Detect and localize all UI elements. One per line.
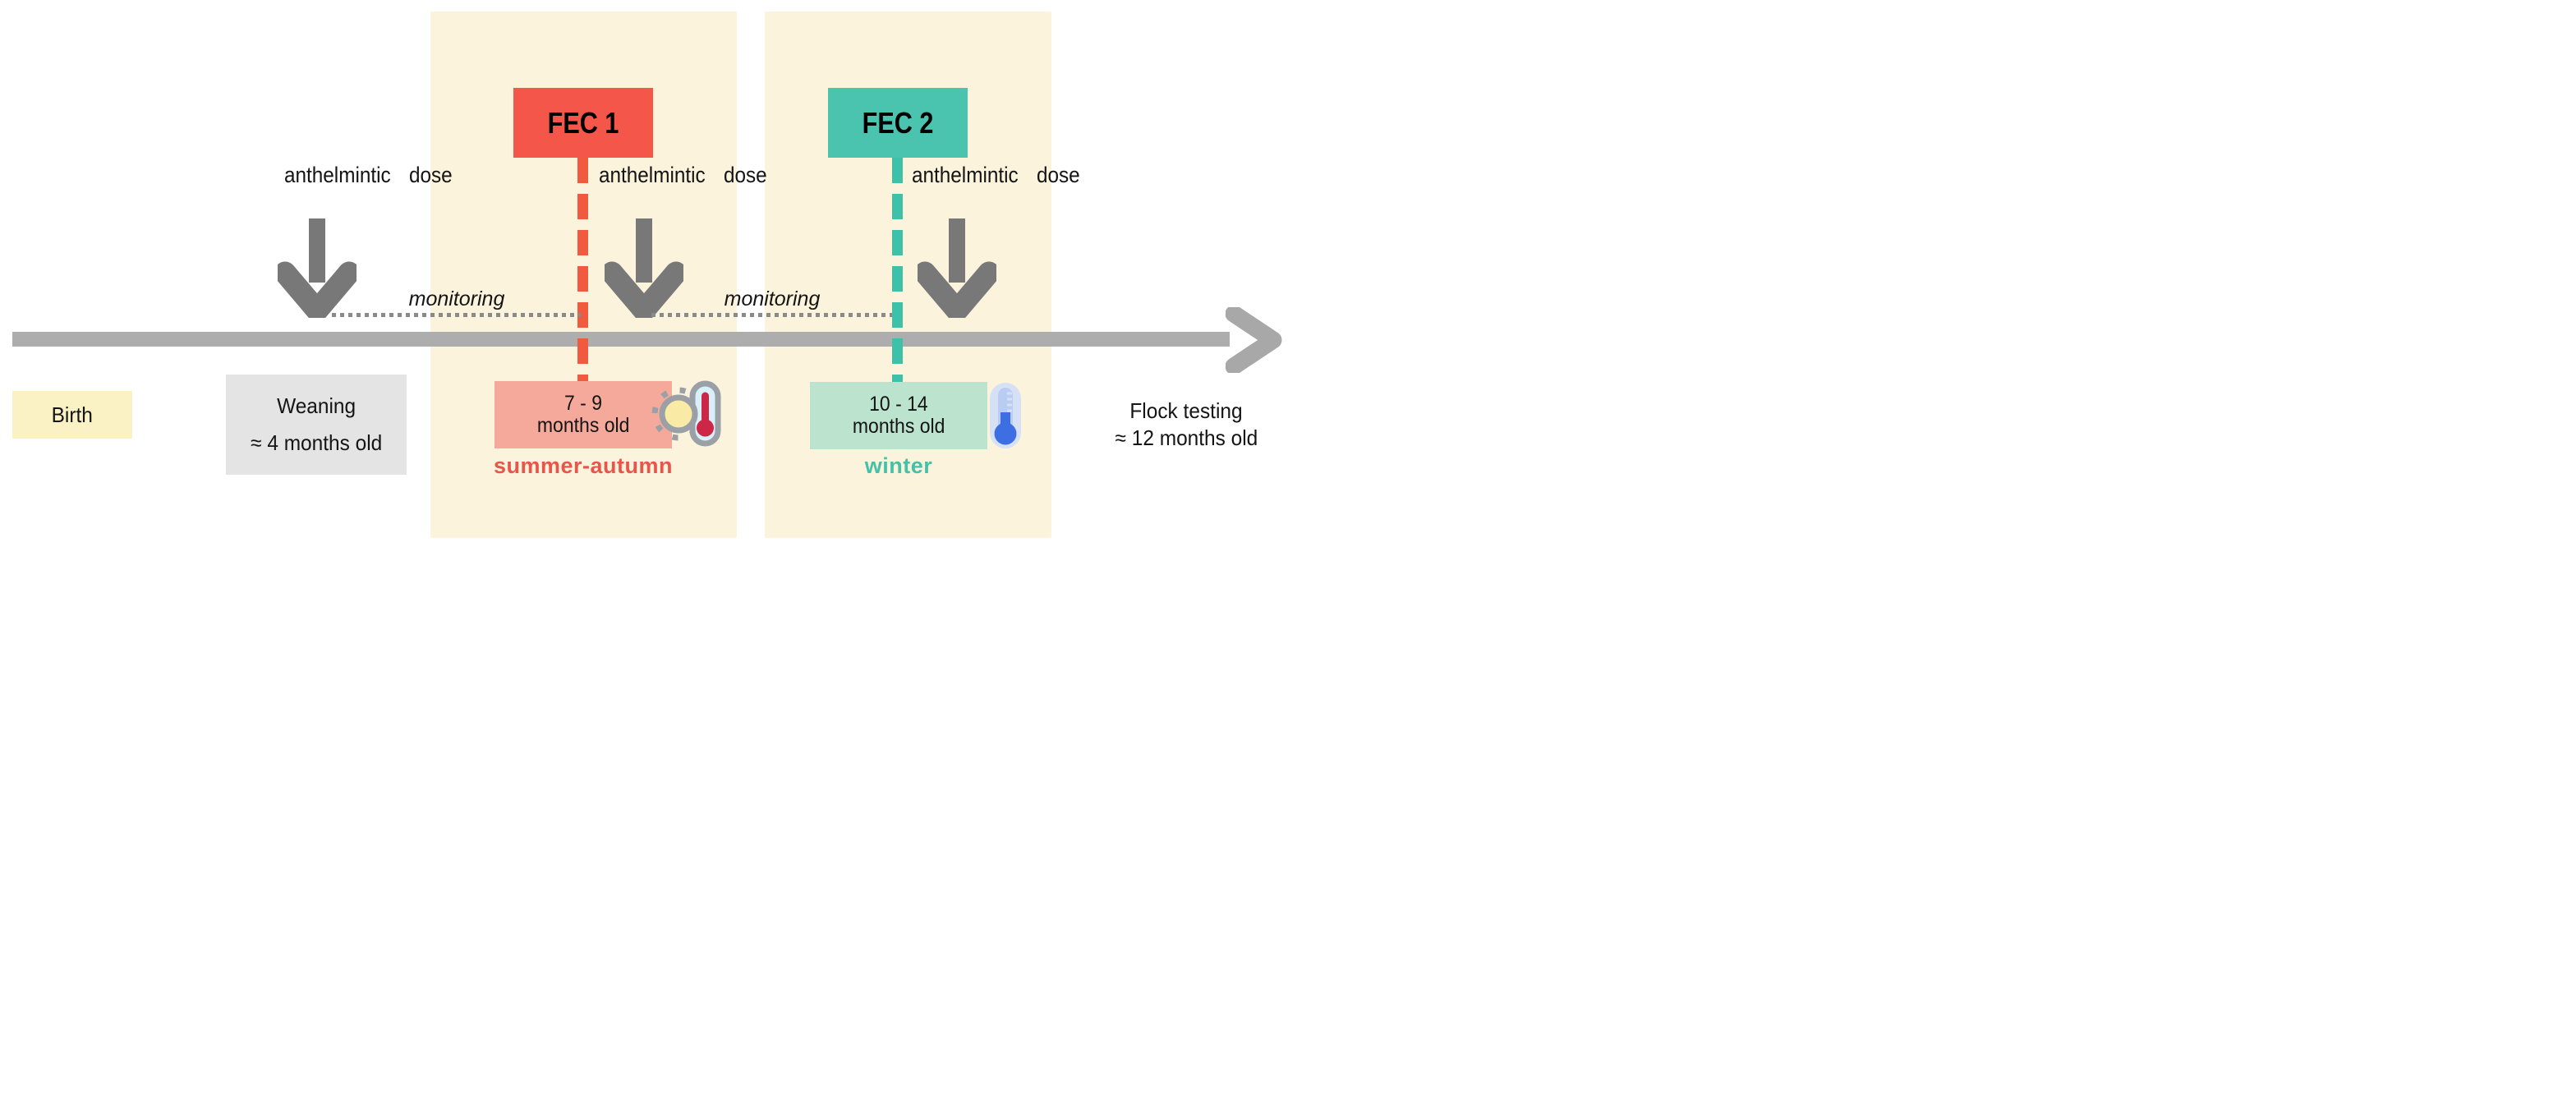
timeline-arrowhead-icon [1226, 307, 1282, 373]
dose-arrow-icon-3 [918, 218, 996, 318]
fec1-connector-dashed-line [577, 158, 588, 381]
fec1-season-label: summer-autumn [493, 453, 674, 478]
fec1-title: FEC 1 [547, 105, 619, 140]
anthelmintic-dose-label-2: anthelmintic dose [599, 163, 767, 187]
fec1-label-box: FEC 1 [513, 88, 653, 158]
anthelmintic-dose-label-3: anthelmintic dose [912, 163, 1080, 187]
fec2-label-box: FEC 2 [828, 88, 968, 158]
monitoring-dotted-line-2 [651, 313, 892, 317]
weaning-event-box: Weaning ≈ 4 months old [226, 375, 407, 475]
anthelmintic-dose-label-1: anthelmintic dose [284, 163, 453, 187]
dose-arrow-icon-1 [278, 218, 356, 318]
dose-arrow-icon-2 [605, 218, 683, 318]
monitoring-label-1: monitoring [408, 287, 505, 310]
fec2-age-range-box: 10 - 14 months old [810, 382, 987, 449]
cold-thermometer-icon [990, 383, 1021, 448]
monitoring-dotted-line-1 [332, 313, 581, 317]
fec2-season-label: winter [864, 453, 933, 478]
fec2-title: FEC 2 [862, 105, 934, 140]
fec2-connector-dashed-line [892, 158, 903, 382]
monitoring-label-2: monitoring [724, 287, 821, 310]
fec-testing-timeline-diagram: FEC 1 FEC 2 anthelmintic dose anthelmint… [0, 0, 1288, 554]
flock-testing-label: Flock testing ≈ 12 months old [1115, 398, 1258, 450]
timeline-axis [12, 332, 1230, 347]
birth-event-box: Birth [12, 391, 132, 439]
sun-and-hot-thermometer-icon [651, 380, 721, 447]
fec1-age-range-box: 7 - 9 months old [494, 381, 672, 448]
